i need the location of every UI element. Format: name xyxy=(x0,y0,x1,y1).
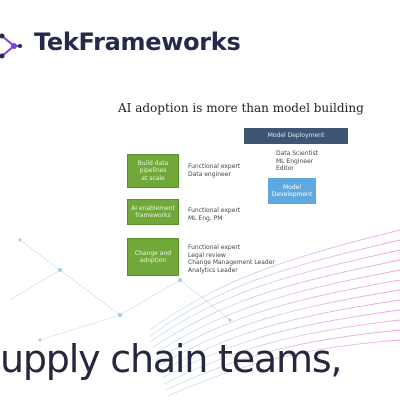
roles-text-1: Functional expert Data engineer xyxy=(188,163,241,178)
brand-title[interactable]: TekFrameworks xyxy=(34,28,241,56)
model-development-box: Model Development xyxy=(268,178,316,204)
decorative-wave-background xyxy=(9,229,400,397)
model-deployment-box: Model Deployment xyxy=(244,128,348,144)
header-bar: TekFrameworks xyxy=(0,22,400,72)
green-box-adoption: Change and adoption xyxy=(127,238,179,276)
green-box-frameworks: AI enablement frameworks xyxy=(127,199,179,225)
hero-headline: upply chain teams, xyxy=(0,337,342,381)
network-node-icon xyxy=(0,33,22,59)
roles-text-3: Functional expert Legal review Change Ma… xyxy=(188,244,275,274)
roles-text-side: Data Scientist ML Engineer Editor xyxy=(276,150,318,172)
slide-title: AI adoption is more than model building xyxy=(118,101,364,115)
roles-text-2: Functional expert ML Eng, PM xyxy=(188,207,241,222)
green-box-pipelines: Build data pipelines at scale xyxy=(127,154,179,188)
